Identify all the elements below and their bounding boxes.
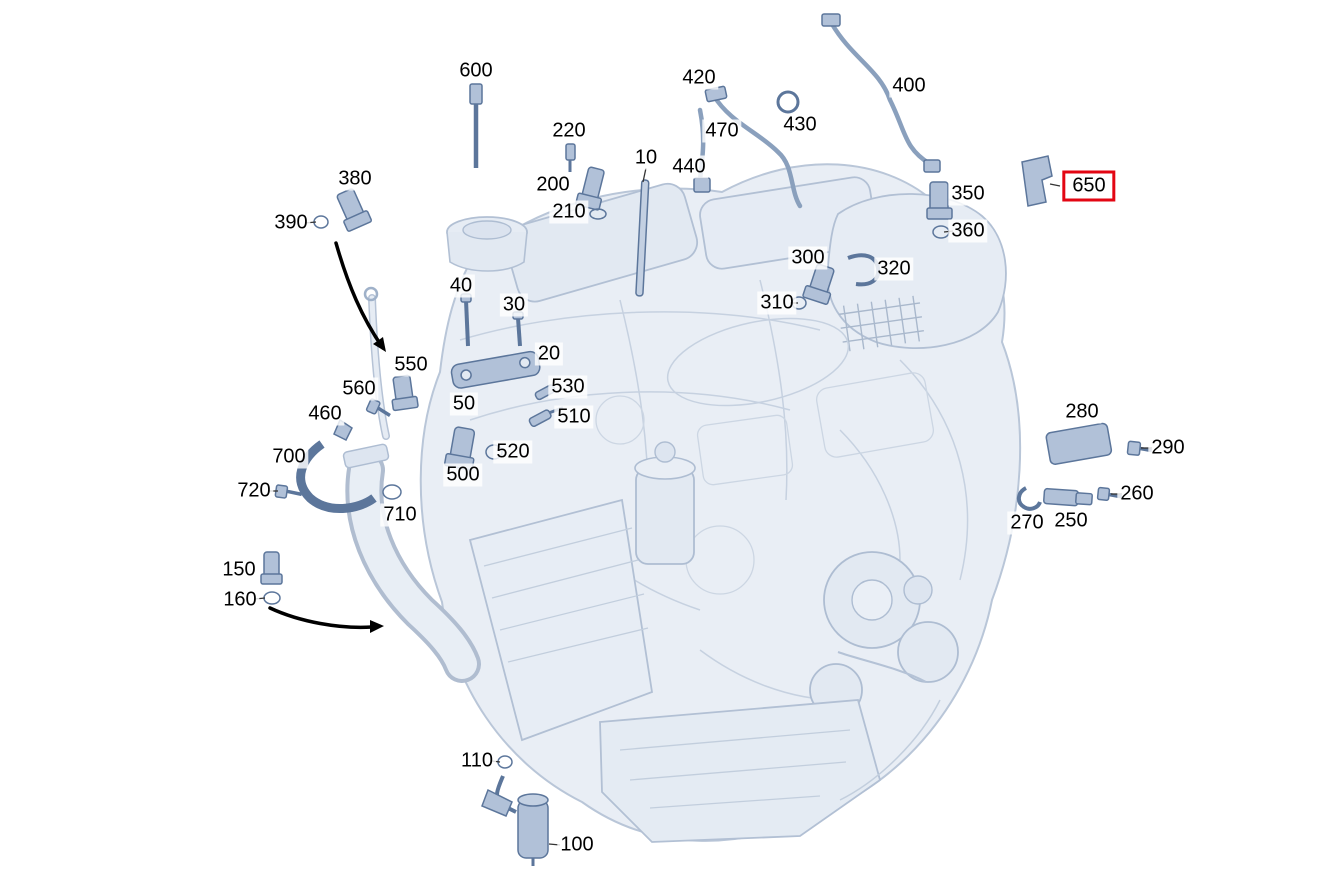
part-label-290[interactable]: 290: [1148, 436, 1188, 460]
part-label-40[interactable]: 40: [446, 274, 476, 298]
part-label-700[interactable]: 700: [269, 445, 309, 469]
part-label-160[interactable]: 160: [220, 588, 260, 612]
part-label-500[interactable]: 500: [443, 463, 483, 487]
part-label-380[interactable]: 380: [335, 167, 375, 191]
part-label-560[interactable]: 560: [339, 377, 379, 401]
part-label-280[interactable]: 280: [1062, 400, 1102, 424]
part-label-550[interactable]: 550: [391, 353, 431, 377]
part-label-400[interactable]: 400: [889, 74, 929, 98]
curved-arrow-lower-left: [268, 606, 384, 633]
part-label-150[interactable]: 150: [219, 558, 259, 582]
part-label-710[interactable]: 710: [380, 503, 420, 527]
part-label-360[interactable]: 360: [948, 219, 988, 243]
part-label-50[interactable]: 50: [449, 392, 479, 416]
part-label-310[interactable]: 310: [757, 291, 797, 315]
part-label-600[interactable]: 600: [456, 59, 496, 83]
part-label-470[interactable]: 470: [702, 119, 742, 143]
harness-connectors: [693, 13, 941, 193]
engine-body: [342, 163, 1022, 843]
part-label-420[interactable]: 420: [679, 66, 719, 90]
part-label-210[interactable]: 210: [549, 200, 589, 224]
part-label-300[interactable]: 300: [788, 246, 828, 270]
part-label-200[interactable]: 200: [533, 173, 573, 197]
part-label-220[interactable]: 220: [549, 119, 589, 143]
part-label-440[interactable]: 440: [669, 155, 709, 179]
part-label-20[interactable]: 20: [534, 342, 564, 366]
part-label-30[interactable]: 30: [499, 293, 529, 317]
part-label-10[interactable]: 10: [631, 146, 661, 170]
part-label-520[interactable]: 520: [493, 440, 533, 464]
part-label-390[interactable]: 390: [271, 211, 311, 235]
part-label-720[interactable]: 720: [234, 479, 274, 503]
part-label-270[interactable]: 270: [1007, 511, 1047, 535]
part-label-320[interactable]: 320: [874, 257, 914, 281]
part-label-260[interactable]: 260: [1117, 482, 1157, 506]
part-label-110[interactable]: 110: [458, 749, 496, 773]
part-label-250[interactable]: 250: [1051, 509, 1091, 533]
part-label-510[interactable]: 510: [554, 405, 594, 429]
part-label-460[interactable]: 460: [305, 402, 345, 426]
part-label-650[interactable]: 650: [1062, 170, 1116, 202]
part-label-350[interactable]: 350: [948, 182, 988, 206]
part-label-430[interactable]: 430: [780, 113, 820, 137]
part-label-530[interactable]: 530: [548, 375, 588, 399]
part-label-100[interactable]: 100: [557, 833, 597, 857]
curved-arrow-upper-left: [334, 241, 386, 352]
